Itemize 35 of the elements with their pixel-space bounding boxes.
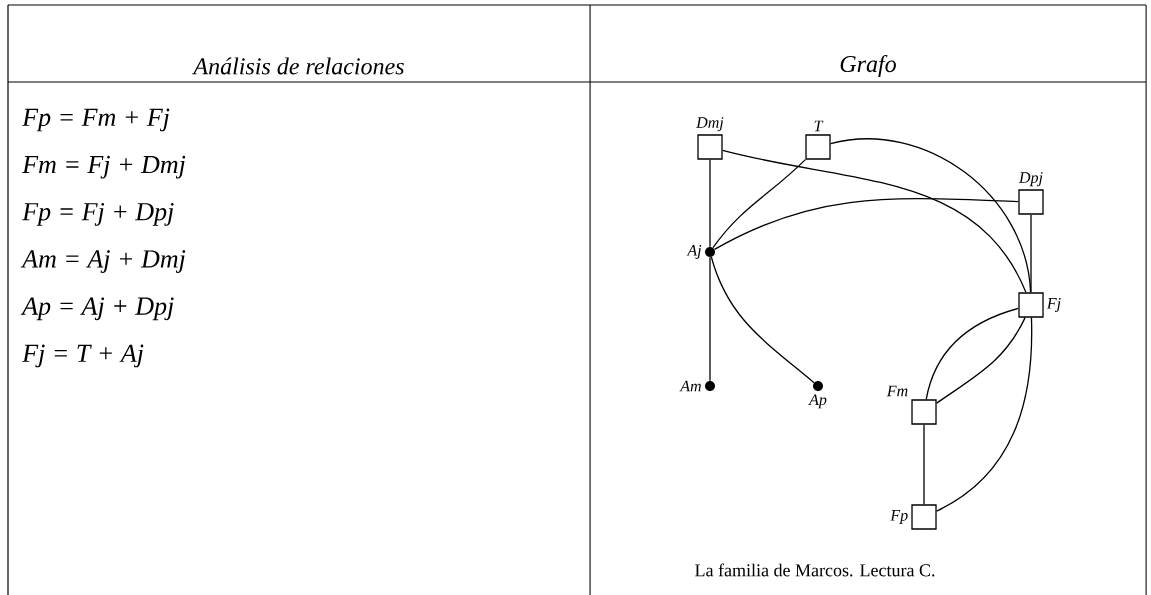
graph-edge bbox=[936, 317, 1026, 404]
vertex-square: Fm bbox=[886, 385, 937, 425]
vertex-square: Fj bbox=[1018, 292, 1061, 318]
graph-edge bbox=[722, 149, 1027, 293]
vertex-square: Fp bbox=[890, 504, 937, 530]
node-label: Fp bbox=[890, 510, 908, 524]
column-header: Grafo bbox=[840, 55, 896, 77]
graph-edge bbox=[709, 159, 711, 248]
graph-edge bbox=[936, 317, 1033, 512]
node-label: Dpj bbox=[1018, 172, 1043, 187]
caption: La familia de Marcos. Lectura C. bbox=[695, 563, 935, 577]
graph-edge bbox=[923, 424, 925, 505]
node-label: Fm bbox=[886, 385, 908, 397]
node-label: Dmj bbox=[696, 117, 724, 132]
node-label: Ap bbox=[808, 394, 827, 409]
equation: Fp = Fj + Dpj bbox=[22, 203, 174, 226]
vertex-square: Dpj bbox=[1018, 172, 1044, 215]
graph-edge bbox=[713, 198, 1019, 251]
vertex-square: T bbox=[805, 120, 831, 160]
node-label: Aj bbox=[686, 245, 702, 259]
equation: Ap = Aj + Dpj bbox=[20, 297, 174, 321]
node-label: Fj bbox=[1046, 298, 1061, 312]
equation: Am = Aj + Dmj bbox=[20, 250, 186, 273]
equation: Fp = Fm + Fj bbox=[22, 108, 170, 132]
equation: Fj = T + Aj bbox=[22, 344, 144, 368]
column-header: Análisis de relaciones bbox=[192, 57, 404, 75]
node-label: Am bbox=[679, 380, 701, 392]
graph-edge bbox=[709, 256, 711, 382]
graph-edge bbox=[710, 256, 815, 384]
graph-edge bbox=[925, 307, 1019, 400]
node-label: T bbox=[814, 120, 824, 132]
equation: Fm = Fj + Dmj bbox=[22, 155, 186, 179]
graph-edge bbox=[712, 159, 806, 249]
vertex-square: Dmj bbox=[696, 117, 724, 160]
graph-edge bbox=[1030, 214, 1032, 293]
